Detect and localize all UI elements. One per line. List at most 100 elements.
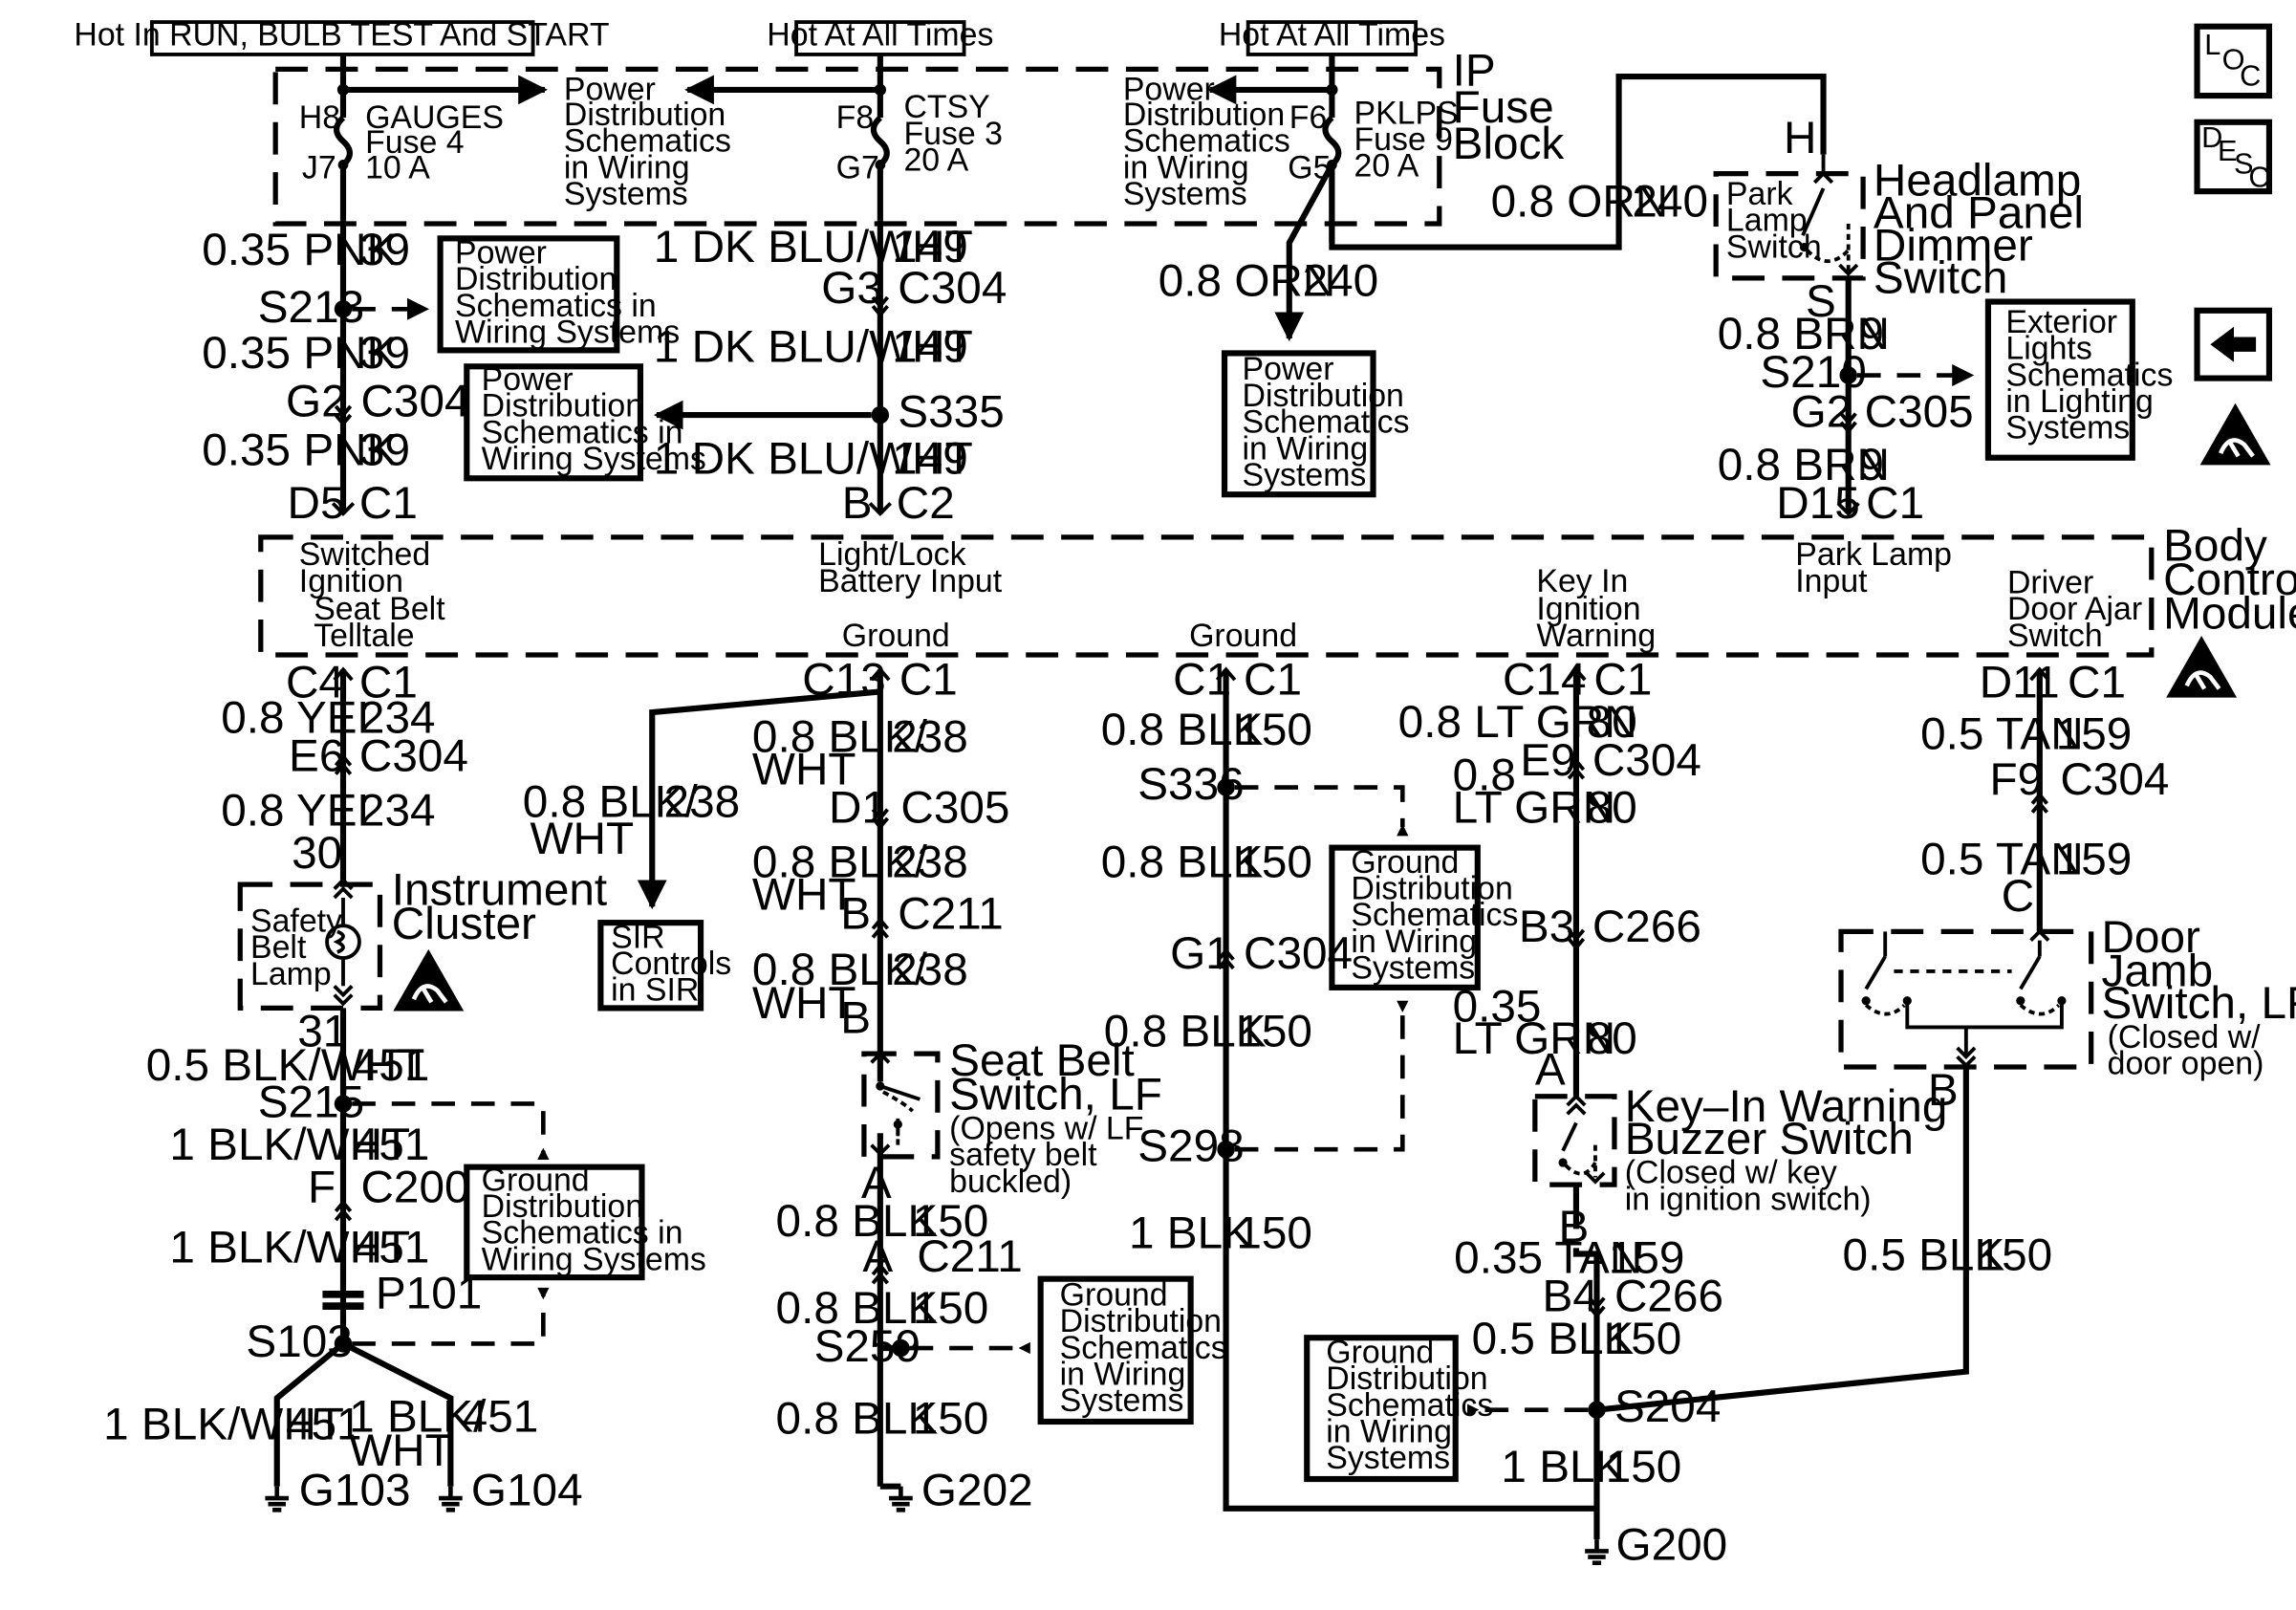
wire-label: 1 BLK/WHT <box>169 1223 410 1273</box>
power-source-hot-all-times-2: Hot At All Times <box>1219 17 1445 56</box>
wire-label: 0.35 PNK <box>202 225 397 275</box>
wire-label: 0.35 PNK <box>202 328 397 379</box>
splice-label: S213 <box>258 282 364 333</box>
wire-label: 0.8 BLK/ <box>752 712 928 763</box>
bcm-pin-function: Telltale <box>314 618 414 654</box>
circuit-number: 240 <box>1303 255 1379 306</box>
pin-label: B <box>1558 1202 1589 1252</box>
back-arrow-icon[interactable] <box>2194 307 2273 381</box>
connector-pin: E9 <box>1520 735 1575 786</box>
wire-label: 0.35 PNK <box>202 424 397 475</box>
bcm-pin-function: Switch <box>2007 618 2103 654</box>
wire-label: 0.8 BLK/ <box>523 776 699 827</box>
door-jamb-switch-title: Door <box>2101 912 2200 963</box>
pin-label: C <box>2002 871 2034 922</box>
circuit-number: 149 <box>892 222 968 272</box>
ip-fuse-block-title-1: IP <box>1453 45 1496 96</box>
ref-text: Power <box>482 361 574 398</box>
ref-sir-controls: SIR Controls in SIR <box>597 919 731 1012</box>
key-in-switch-title: Buzzer Switch <box>1625 1114 1914 1164</box>
fuse-ctsy-name: CTSY <box>903 89 989 125</box>
pin-label: S <box>1806 276 1836 327</box>
connector-icon <box>870 666 891 682</box>
connector-pin: B3 <box>1519 902 1574 952</box>
connector-label: C266 <box>1614 1272 1723 1322</box>
loc-letter: O <box>2222 42 2245 76</box>
circuit-number: 80 <box>1587 697 1637 748</box>
loc-letter: L <box>2204 28 2220 61</box>
headlamp-switch-title: Headlamp <box>1874 156 2081 207</box>
headlamp-switch-title: And Panel <box>1874 188 2084 239</box>
wire-label: 0.8 YEL <box>221 786 382 837</box>
wire-label: 1 DK BLU/WHT <box>654 434 973 485</box>
connector-label: C304 <box>1244 928 1353 979</box>
ref-text: Controls <box>611 946 731 982</box>
ref-text: Wiring Systems <box>482 1241 706 1277</box>
wire-blk-door <box>1596 1066 1969 1413</box>
connector-pin: A <box>862 1231 893 1282</box>
power-source-hot-all-times-1: Hot At All Times <box>767 17 993 56</box>
ref-text: Ground <box>482 1162 590 1198</box>
wire-label: 0.8 BLK <box>1104 1006 1267 1056</box>
esd-warning-icon <box>2166 636 2237 698</box>
splice-label: S103 <box>246 1316 352 1367</box>
bcm-connector: C1 <box>359 658 418 708</box>
ref-text: Distribution <box>1243 378 1404 414</box>
connector-label: C211 <box>917 1231 1023 1282</box>
circuit-number: 150 <box>1236 1006 1312 1056</box>
headlamp-switch-title: Switch <box>1874 252 2008 303</box>
wire-label: 1 BLK/WHT <box>103 1399 344 1449</box>
fuse-icon <box>870 115 890 167</box>
loc-icon[interactable]: L O C <box>2194 23 2273 99</box>
bcm-pin-function: Key In <box>1536 563 1628 599</box>
door-jamb-switch-title: Jamb <box>2101 946 2213 996</box>
bcm-connector: C1 <box>359 478 418 529</box>
splice-label: S210 <box>1760 347 1866 398</box>
wire-label: 0.5 TAN <box>1920 709 2084 760</box>
ref-ground-dist-1: Ground Distribution Schematics in Wiring… <box>464 1162 706 1281</box>
bcm-title: Body <box>2163 520 2267 571</box>
connector-pin: D1 <box>829 782 887 833</box>
ref-exterior-lights: Exterior Lights Schematics in Lighting S… <box>1984 298 2173 461</box>
bcm-title: Module <box>2163 588 2296 639</box>
bcm-pin: D11 <box>1980 658 2060 708</box>
p101-connector-icon <box>322 1290 364 1310</box>
circuit-number: 150 <box>1606 1314 1682 1364</box>
bcm-pin-function: Driver <box>2007 564 2093 600</box>
switch-inner-label: Park <box>1726 176 1793 212</box>
wire-label: 0.8 <box>1453 751 1516 801</box>
splice-label: S335 <box>898 386 1004 437</box>
wire-label: 0.35 <box>1453 981 1542 1032</box>
ref-text: Systems <box>1123 176 1247 212</box>
power-label-hot-2: Hot At All Times <box>1219 17 1445 54</box>
wire-tan-blk <box>1572 1248 1600 1540</box>
splice-label: S259 <box>814 1321 921 1372</box>
switch-icon <box>1561 1121 1578 1152</box>
headlamp-switch: Park Lamp Switch <box>1713 154 1866 281</box>
bcm-pin-function: Warning <box>1536 618 1656 654</box>
connector-pin: E6 <box>289 731 344 782</box>
circuit-number: 159 <box>2056 834 2133 884</box>
headlamp-switch-title: Dimmer <box>1874 220 2033 271</box>
pin-label: B <box>840 993 871 1044</box>
fuse-ctsy-in-pin: F8 <box>836 99 875 136</box>
desc-letter: E <box>2218 134 2238 167</box>
desc-icon[interactable]: D E S C <box>2194 119 2273 195</box>
ref-text: in Wiring <box>1243 430 1369 467</box>
wire-label: 0.35 TAN <box>1454 1232 1642 1283</box>
ref-text: Systems <box>1243 457 1367 493</box>
fuse-icon <box>1322 115 1342 167</box>
wire-label: 0.8 BLK <box>776 1196 939 1247</box>
key-in-warning-buzzer-switch <box>1532 1094 1617 1187</box>
ref-text: Schematics <box>1060 1330 1227 1366</box>
bcm-pin-function: Door Ajar <box>2007 591 2142 627</box>
wire-label: 1 BLK/WHT <box>169 1120 410 1170</box>
seat-belt-switch-note: safety belt <box>949 1137 1097 1173</box>
circuit-number: 234 <box>359 786 436 837</box>
pin-label: 31 <box>297 1006 348 1056</box>
desc-letter: S <box>2234 147 2254 181</box>
connector-icon <box>868 502 892 516</box>
circuit-number: 451 <box>354 1120 430 1170</box>
circuit-number: 150 <box>1977 1229 2053 1280</box>
ref-text: Exterior <box>2005 304 2117 340</box>
